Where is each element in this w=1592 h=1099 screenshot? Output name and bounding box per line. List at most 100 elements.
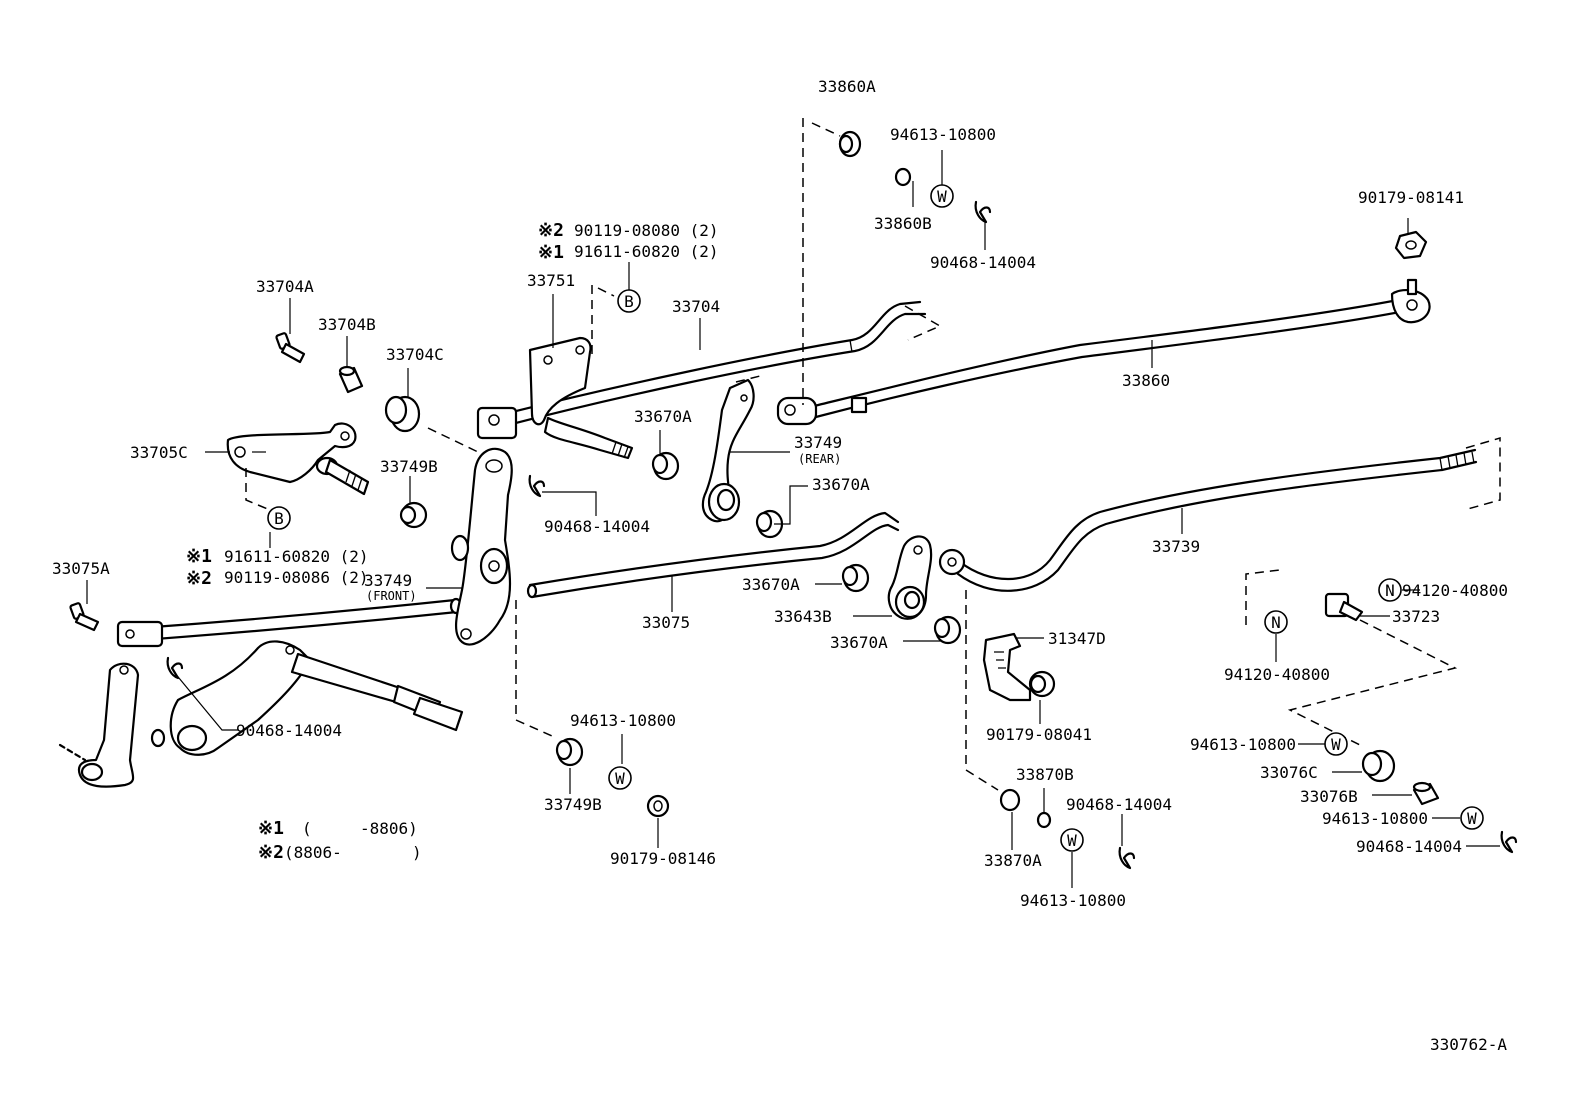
part-label: 33670A: [634, 407, 692, 426]
rod-33704[interactable]: [476, 300, 927, 440]
lever-33705c[interactable]: [226, 422, 370, 496]
part-label: 90468-14004: [1066, 795, 1172, 814]
bushing-33870b[interactable]: [1036, 811, 1052, 829]
bushing-33670a-1[interactable]: [651, 451, 680, 481]
part-label: (FRONT): [366, 589, 417, 603]
part-label: 33670A: [742, 575, 800, 594]
bolt-33075a[interactable]: [69, 602, 100, 632]
legend-range-1: -8806): [360, 819, 418, 838]
part-label: 33751: [527, 271, 575, 290]
part-label: 90468-14004: [236, 721, 342, 740]
part-label: 33870B: [1016, 765, 1074, 784]
lever-33643b[interactable]: [887, 535, 933, 620]
legend-range-2: (8806-: [284, 843, 342, 862]
part-label: 33860: [1122, 371, 1170, 390]
svg-text:B: B: [624, 292, 634, 311]
part-label: 94613-10800: [570, 711, 676, 730]
part-label: 94120-40800: [1224, 665, 1330, 684]
clip-90468-lower[interactable]: [1118, 846, 1136, 870]
nut-90179-08141[interactable]: [1394, 230, 1428, 260]
symbol-b-mid: B: [267, 506, 291, 530]
part-label: 94613-10800: [1020, 891, 1126, 910]
legend-close-paren: ): [412, 843, 422, 862]
part-label: 33749: [364, 571, 412, 590]
symbol-n-2: N: [1264, 610, 1288, 634]
part-label: (REAR): [798, 452, 841, 466]
note-mark-2-top: ※2: [538, 220, 564, 241]
part-label: 33739: [1152, 537, 1200, 556]
bracket-33751[interactable]: [528, 336, 634, 460]
part-label: 33749: [794, 433, 842, 452]
bushing-33670a-4[interactable]: [933, 615, 962, 645]
part-label: 33723: [1392, 607, 1440, 626]
symbol-w-5: W: [1460, 806, 1484, 830]
part-label: 33860B: [874, 214, 932, 233]
part-label: 33643B: [774, 607, 832, 626]
part-label: 90119-08080 (2): [574, 221, 719, 240]
symbol-w-3: W: [1060, 828, 1084, 852]
part-label: 33705C: [130, 443, 188, 462]
part-label: 33076B: [1300, 787, 1358, 806]
rod-front-left[interactable]: [116, 597, 463, 648]
part-label: 33704C: [386, 345, 444, 364]
bushing-33076c[interactable]: [1361, 749, 1396, 783]
bushing-33860b[interactable]: [894, 167, 912, 187]
note-mark-2-bot: ※2: [258, 842, 284, 863]
note-mark-2-mid: ※2: [186, 568, 212, 589]
part-label: 33670A: [830, 633, 888, 652]
bolt-33704a[interactable]: [275, 332, 306, 364]
part-label: 94120-40800: [1402, 581, 1508, 600]
symbol-n-1: N: [1378, 578, 1402, 602]
lever-33749-rear[interactable]: [701, 378, 755, 523]
symbol-b-top: B: [617, 289, 641, 313]
symbol-w-4: W: [1324, 732, 1348, 756]
part-label: 90119-08086 (2): [224, 568, 369, 587]
part-label: 90179-08141: [1358, 188, 1464, 207]
bushing-33076b[interactable]: [1412, 781, 1440, 806]
symbol-w-1: W: [930, 184, 954, 208]
part-label: 33075: [642, 613, 690, 632]
svg-text:W: W: [937, 187, 947, 206]
svg-text:W: W: [1331, 735, 1341, 754]
dashed-guides: [245, 118, 1501, 791]
symbol-w-2: W: [608, 766, 632, 790]
part-label: 94613-10800: [890, 125, 996, 144]
bushing-33870a[interactable]: [999, 788, 1021, 812]
bushing-33704b[interactable]: [338, 365, 364, 394]
rod-33075[interactable]: [526, 511, 900, 599]
note-mark-1-mid: ※1: [186, 546, 212, 567]
part-label: 33704A: [256, 277, 314, 296]
part-label: 90468-14004: [930, 253, 1036, 272]
rod-33860[interactable]: [776, 278, 1431, 426]
rod-33739[interactable]: [938, 448, 1478, 592]
note-mark-1-bot: ※1: [258, 818, 284, 839]
nut-90179-08146[interactable]: [646, 794, 670, 818]
part-label: 94613-10800: [1190, 735, 1296, 754]
bolt-33723[interactable]: [1324, 592, 1364, 622]
clip-90468-left[interactable]: [166, 656, 184, 680]
part-label: 94613-10800: [1322, 809, 1428, 828]
part-label: 33076C: [1260, 763, 1318, 782]
clip-90468-right[interactable]: [1500, 830, 1518, 854]
part-label: 33075A: [52, 559, 110, 578]
bracket-31347d[interactable]: [982, 632, 1032, 702]
lever-33749-front[interactable]: [450, 447, 513, 646]
bushing-33749b-lower[interactable]: [555, 737, 584, 767]
part-label: 91611-60820 (2): [574, 242, 719, 261]
bushing-33860a[interactable]: [838, 130, 862, 158]
svg-text:W: W: [1467, 809, 1477, 828]
svg-text:N: N: [1271, 613, 1281, 632]
clip-90468-top[interactable]: [974, 200, 992, 224]
linkage-left-front[interactable]: [58, 640, 464, 788]
bushing-33704c[interactable]: [384, 395, 421, 433]
bushing-33749b-upper[interactable]: [399, 501, 428, 529]
clip-90468-mid[interactable]: [528, 474, 546, 498]
nut-90179-08041[interactable]: [1028, 670, 1056, 698]
svg-text:N: N: [1385, 581, 1395, 600]
svg-text:W: W: [615, 769, 625, 788]
part-label: 91611-60820 (2): [224, 547, 369, 566]
bushing-33670a-3[interactable]: [841, 563, 870, 593]
part-label: 90179-08041: [986, 725, 1092, 744]
svg-text:B: B: [274, 509, 284, 528]
svg-text:W: W: [1067, 831, 1077, 850]
